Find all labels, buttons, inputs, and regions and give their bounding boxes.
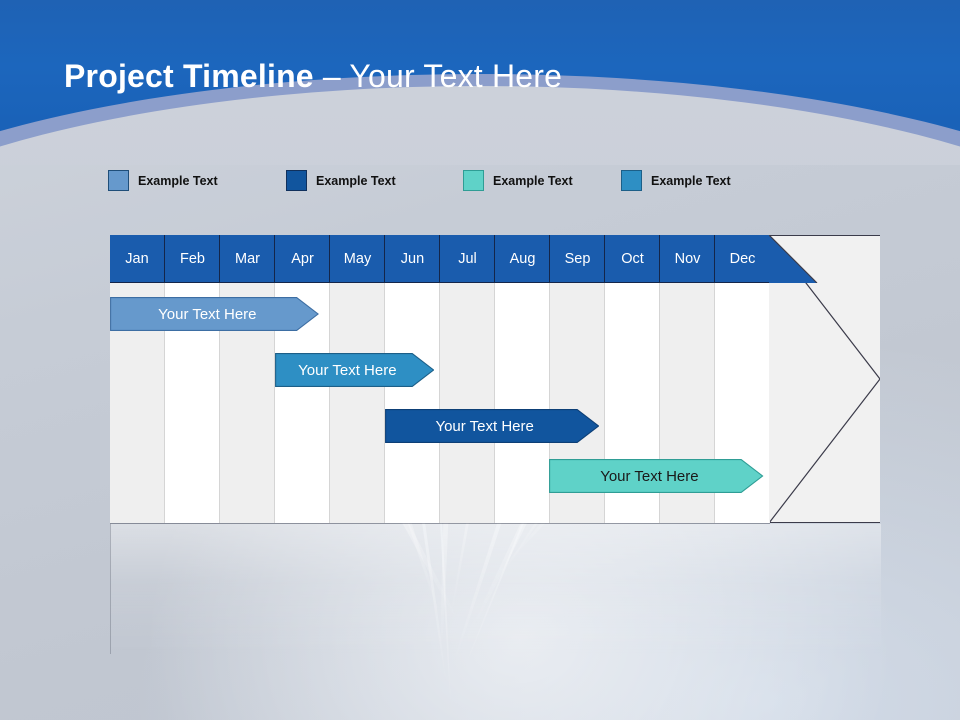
task-bar-2[interactable]: Your Text Here: [274, 353, 434, 387]
legend: Example Text Example Text Example Text Exam…: [108, 170, 828, 194]
month-column-aug: Aug: [494, 235, 549, 523]
task-bar-3[interactable]: Your Text Here: [384, 409, 599, 443]
month-header-jun[interactable]: Jun: [384, 235, 439, 283]
timeline-arrow-head: [769, 235, 880, 523]
month-header-feb[interactable]: Feb: [164, 235, 219, 283]
legend-item-label: Example Text: [138, 173, 218, 188]
legend-swatch-icon: [108, 170, 129, 191]
month-column-jul: Jul: [439, 235, 494, 523]
month-header-oct[interactable]: Oct: [604, 235, 659, 283]
page-title-regular: Your Text Here: [349, 58, 563, 94]
month-header-jul[interactable]: Jul: [439, 235, 494, 283]
slide-header: [0, 0, 960, 165]
header-underline: [110, 282, 769, 283]
legend-item-1[interactable]: Example Text: [108, 170, 218, 191]
month-header-nov[interactable]: Nov: [659, 235, 714, 283]
task-bar-label: Your Text Here: [298, 361, 397, 379]
month-header-mar[interactable]: Mar: [219, 235, 274, 283]
month-header-apr[interactable]: Apr: [274, 235, 329, 283]
task-bar-label: Your Text Here: [435, 417, 534, 435]
legend-swatch-icon: [286, 170, 307, 191]
task-bar-shape: [274, 353, 434, 387]
page-title: Project Timeline – Your Text Here: [64, 58, 562, 95]
legend-item-label: Example Text: [651, 173, 731, 188]
month-header-may[interactable]: May: [329, 235, 384, 283]
legend-swatch-icon: [621, 170, 642, 191]
month-header-dec[interactable]: Dec: [714, 235, 769, 283]
task-bar-1[interactable]: Your Text Here: [110, 297, 319, 331]
page-title-bold: Project Timeline: [64, 58, 314, 94]
task-bar-label: Your Text Here: [600, 467, 699, 485]
task-bar-4[interactable]: Your Text Here: [549, 459, 764, 493]
month-header-jan[interactable]: Jan: [110, 235, 164, 283]
task-bar-label: Your Text Here: [158, 305, 257, 323]
month-header-aug[interactable]: Aug: [494, 235, 549, 283]
legend-item-label: Example Text: [493, 173, 573, 188]
month-header-sep[interactable]: Sep: [549, 235, 604, 283]
page-title-separator: –: [313, 58, 350, 94]
legend-item-label: Example Text: [316, 173, 396, 188]
task-bar-shape: [110, 297, 319, 331]
month-column-jan: Jan: [110, 235, 164, 523]
task-bar-shape: [384, 409, 599, 443]
legend-item-4[interactable]: Example Text: [621, 170, 731, 191]
legend-swatch-icon: [463, 170, 484, 191]
legend-item-3[interactable]: Example Text: [463, 170, 573, 191]
month-column-mar: Mar: [219, 235, 274, 523]
month-column-feb: Feb: [164, 235, 219, 523]
header-wedge: [769, 235, 818, 283]
chart-baseline: [110, 523, 770, 524]
legend-item-2[interactable]: Example Text: [286, 170, 396, 191]
task-bar-shape: [549, 459, 764, 493]
